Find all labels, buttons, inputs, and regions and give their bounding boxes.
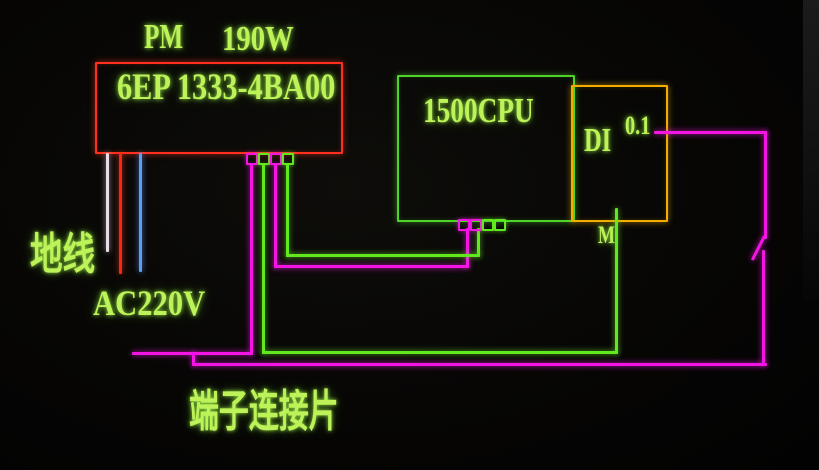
cpu-module-box	[397, 75, 575, 222]
pm-model-text: 6EP 1333-4BA00	[117, 67, 336, 108]
wire-di-output-down-upper	[764, 131, 767, 239]
wire-ac-neutral	[139, 153, 142, 272]
screen-edge-band	[803, 0, 819, 300]
wire-pm1-down	[250, 163, 253, 355]
di-channel-text: 0.1	[625, 111, 651, 140]
terminal-strip-annotation: 端子连接片	[189, 390, 409, 434]
di-module-box	[571, 85, 668, 222]
pm-wattage: 190W	[222, 21, 310, 56]
pm-title-text: PM	[144, 17, 184, 56]
terminal-strip-text: 端子连接片	[189, 386, 339, 437]
pm-wattage-text: 190W	[222, 19, 294, 58]
wire-pm-cpu-green-horizontal	[286, 254, 480, 257]
wire-di-output-horizontal	[654, 131, 767, 134]
cpu-label-text: 1500CPU	[423, 91, 534, 130]
di-channel-label: 0.1	[625, 113, 658, 139]
ac-supply-text: AC220V	[93, 283, 206, 323]
wire-ac-live	[119, 153, 122, 274]
pm-model: 6EP 1333-4BA00	[117, 69, 383, 106]
wire-pm4-down	[286, 163, 289, 257]
cpu-terminal-2	[470, 219, 482, 231]
di-label-text: DI	[584, 122, 612, 159]
di-label: DI	[584, 124, 622, 158]
ground-annotation-text: 地线	[30, 229, 96, 280]
ground-annotation: 地线	[30, 233, 118, 277]
wire-green-bus	[262, 351, 618, 354]
wire-pm-cpu-magenta-rise	[466, 228, 469, 268]
cpu-terminal-3	[482, 219, 494, 231]
wire-m-down	[615, 208, 618, 354]
cpu-terminal-1	[458, 219, 470, 231]
di-m-text: M	[598, 222, 615, 249]
wire-ground	[106, 153, 109, 252]
di-m-label: M	[598, 223, 622, 248]
wire-pm2-down	[262, 163, 265, 354]
wire-pm-cpu-green-rise	[477, 228, 480, 257]
cpu-label: 1500CPU	[423, 93, 565, 128]
ac-supply-annotation: AC220V	[93, 285, 225, 321]
power-module-box	[95, 62, 343, 154]
wire-pm3-down	[274, 163, 277, 268]
wire-magenta-bus-main	[192, 363, 767, 366]
wire-magenta-bus-step	[192, 352, 195, 366]
wire-di-output-down-lower	[762, 250, 765, 366]
wire-pm-cpu-magenta-horizontal	[274, 265, 469, 268]
cpu-terminal-4	[494, 219, 506, 231]
pm-title: PM	[144, 19, 198, 54]
